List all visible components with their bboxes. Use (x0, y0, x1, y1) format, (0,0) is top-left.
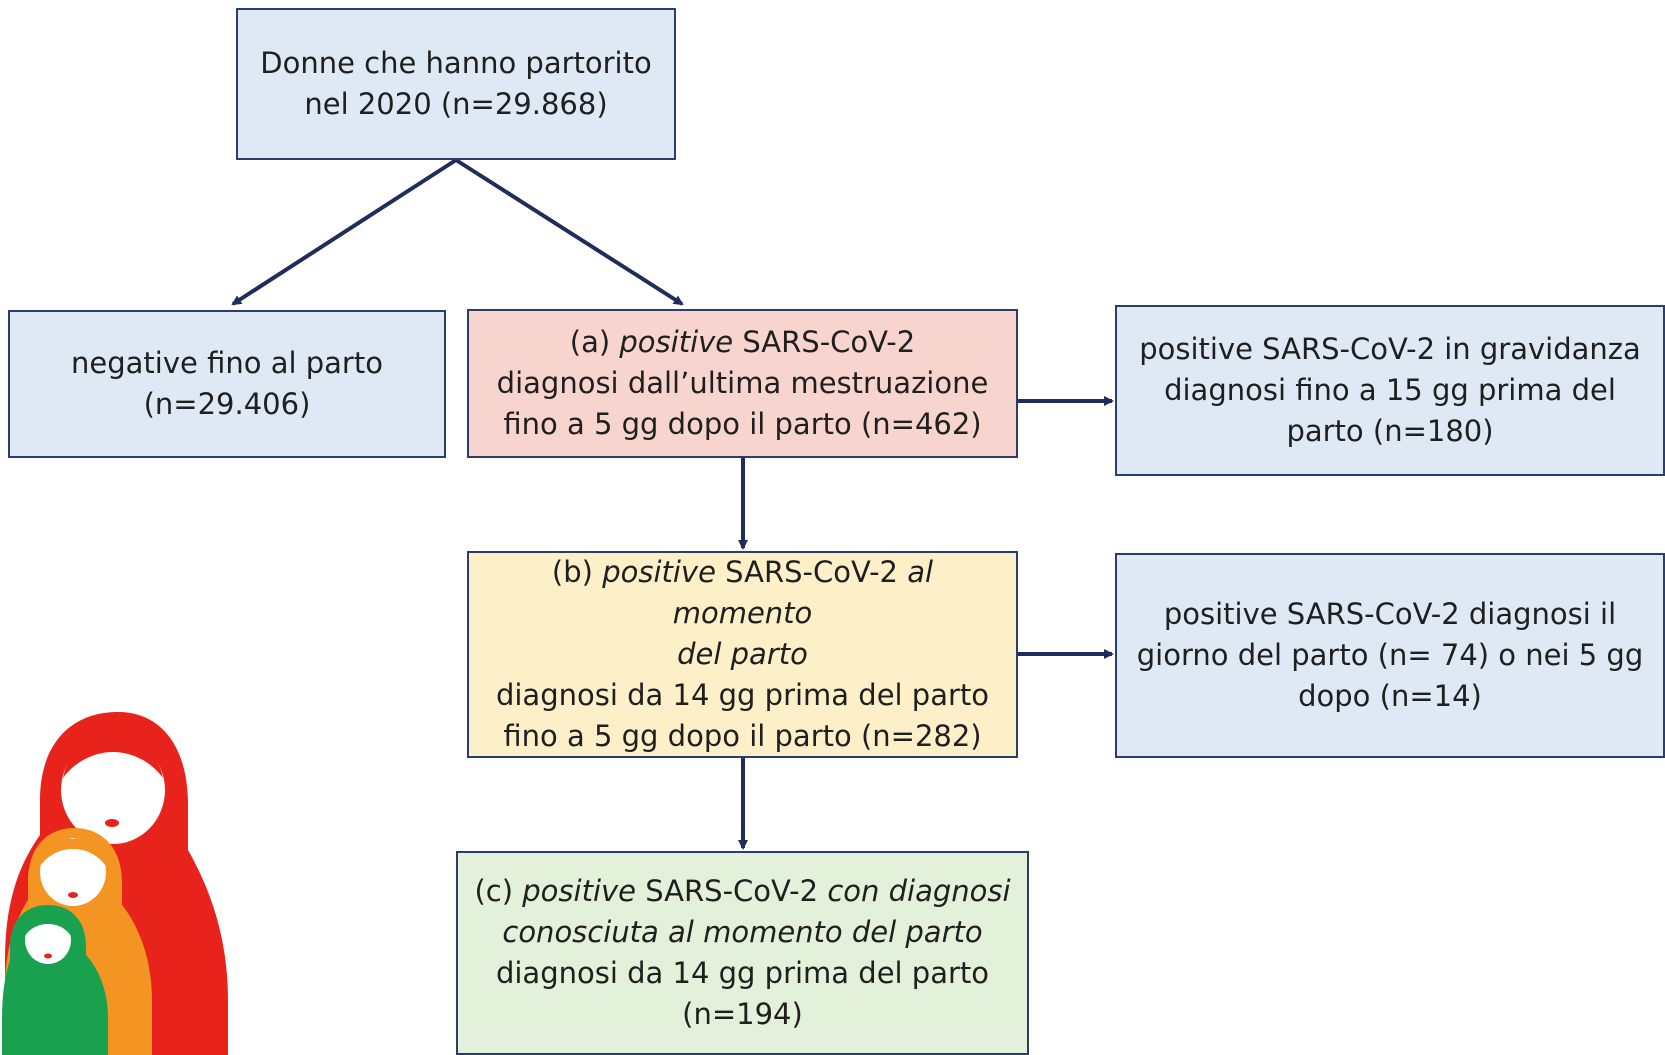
italic-text: con diagnosi (827, 874, 1011, 908)
italic-text: conosciuta al momento del parto (502, 915, 983, 949)
node-line: diagnosi da 14 gg prima del parto (496, 675, 989, 716)
node-line: (n=29.406) (144, 384, 311, 425)
node-b-right: positive SARS-CoV-2 diagnosi il giorno de… (1115, 553, 1665, 758)
text: positive SARS-CoV-2 diagnosi il (1163, 597, 1617, 631)
node-line: (b) positive SARS-CoV-2 al momento (479, 552, 1006, 634)
arrow-root-to-a (454, 158, 684, 306)
text: SARS-CoV-2 (715, 555, 908, 589)
node-negative: negative fino al parto (n=29.406) (8, 310, 446, 458)
node-line: nel 2020 (n=29.868) (304, 84, 607, 125)
node-line: (n=194) (682, 994, 803, 1035)
red-doll-face (61, 736, 165, 844)
text: (a) (569, 325, 620, 359)
orange-doll-face (40, 838, 106, 906)
text: (n=29.406) (143, 387, 311, 421)
italic-text: positive (522, 874, 637, 908)
node-line: parto (n=180) (1286, 411, 1493, 452)
node-line: conosciuta al momento del parto (502, 912, 982, 953)
text: diagnosi da 14 gg prima del parto (495, 956, 990, 990)
node-line: positive SARS-CoV-2 diagnosi il (1164, 594, 1616, 635)
arrow-root-to-negative (231, 158, 458, 306)
node-line: del parto (677, 634, 808, 675)
text: fino a 5 gg dopo il parto (n=282) (503, 719, 982, 753)
node-line: fino a 5 gg dopo il parto (n=282) (503, 716, 981, 757)
node-line: diagnosi dall’ultima mestruazione (497, 363, 989, 404)
text: (b) (551, 555, 603, 589)
text: dopo (n=14) (1298, 679, 1482, 713)
node-line: (c) positive SARS-CoV-2 con diagnosi (474, 871, 1010, 912)
text: SARS-CoV-2 (636, 874, 828, 908)
node-line: giorno del parto (n= 74) o nei 5 gg (1137, 635, 1644, 676)
italic-text: al momento (672, 555, 934, 630)
text: positive SARS-CoV-2 in gravidanza (1139, 332, 1641, 366)
node-line: dopo (n=14) (1298, 676, 1482, 717)
text: diagnosi dall’ultima mestruazione (496, 366, 989, 400)
node-line: Donne che hanno partorito (260, 43, 651, 84)
node-line: (a) positive SARS-CoV-2 (570, 322, 915, 363)
text: SARS-CoV-2 (733, 325, 916, 359)
node-line: positive SARS-CoV-2 in gravidanza (1139, 329, 1641, 370)
text: giorno del parto (n= 74) o nei 5 gg (1136, 638, 1644, 672)
italic-text: positive (602, 555, 716, 589)
matryoshka-dolls-illustration (2, 712, 228, 1055)
text: diagnosi da 14 gg prima del parto (495, 678, 990, 712)
text: negative fino al parto (71, 346, 383, 380)
node-line: diagnosi fino a 15 gg prima del (1164, 370, 1616, 411)
italic-text: positive (619, 325, 734, 359)
italic-text: del parto (677, 637, 808, 671)
text: (c) (474, 874, 523, 908)
text: diagnosi fino a 15 gg prima del (1164, 373, 1616, 407)
text: nel 2020 (n=29.868) (304, 87, 608, 121)
text: (n=194) (682, 997, 803, 1031)
node-line: negative fino al parto (71, 343, 383, 384)
node-line: fino a 5 gg dopo il parto (n=462) (503, 404, 981, 445)
text: Donne che hanno partorito (260, 46, 652, 80)
text: fino a 5 gg dopo il parto (n=462) (503, 407, 982, 441)
node-root: Donne che hanno partorito nel 2020 (n=29.… (236, 8, 676, 160)
text: parto (n=180) (1286, 414, 1494, 448)
node-a-right: positive SARS-CoV-2 in gravidanza diagnos… (1115, 305, 1665, 476)
node-line: diagnosi da 14 gg prima del parto (496, 953, 989, 994)
green-doll-face (25, 916, 71, 964)
